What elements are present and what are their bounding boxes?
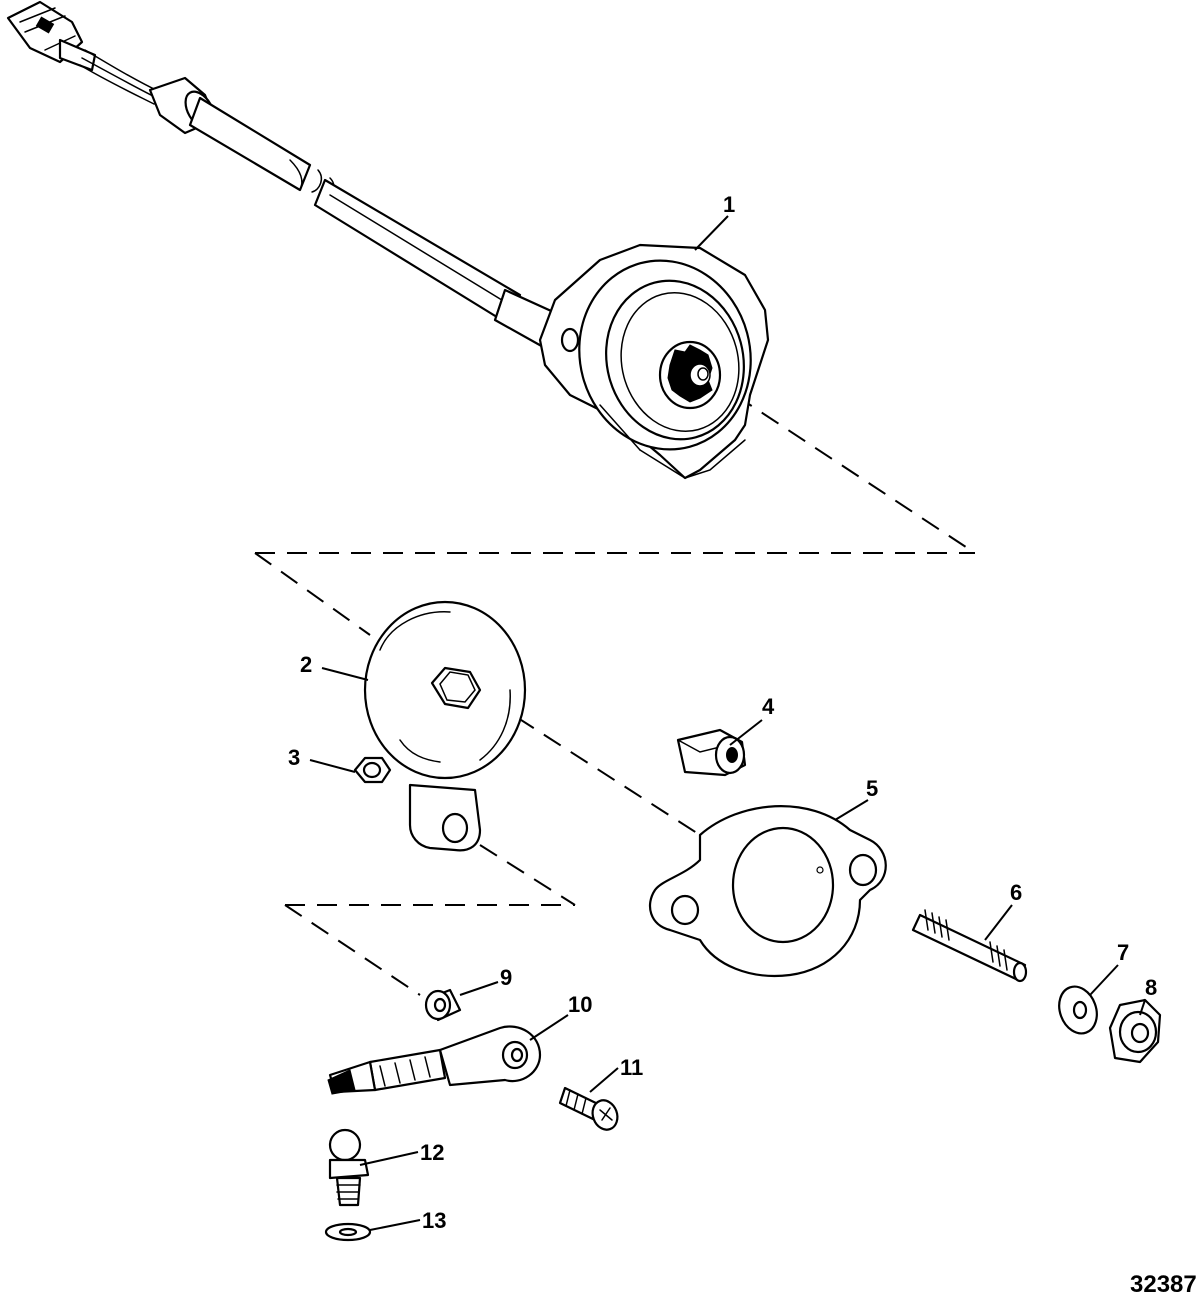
washer-part-7 bbox=[1058, 985, 1098, 1035]
mounting-plate-part-5 bbox=[648, 805, 887, 977]
callout-2: 2 bbox=[300, 652, 312, 677]
cable-upper bbox=[188, 96, 312, 192]
callout-10: 10 bbox=[568, 992, 592, 1017]
sensor-housing bbox=[538, 243, 770, 480]
nut-part-3 bbox=[353, 756, 392, 784]
ball-stud-part-12 bbox=[328, 1128, 370, 1207]
callout-8: 8 bbox=[1145, 975, 1157, 1000]
callout-7: 7 bbox=[1117, 940, 1129, 965]
assembly-guide-lines bbox=[254, 394, 976, 996]
linkage-rod-part-10 bbox=[327, 1025, 542, 1095]
callout-9: 9 bbox=[500, 965, 512, 990]
callout-13: 13 bbox=[422, 1208, 446, 1233]
cable-lower bbox=[313, 178, 522, 324]
bushing-part-9 bbox=[424, 988, 462, 1022]
callout-4: 4 bbox=[762, 694, 775, 719]
wire-connector bbox=[6, 0, 97, 72]
spacer-block-part-4 bbox=[676, 728, 747, 777]
callout-1: 1 bbox=[723, 192, 735, 217]
callout-3: 3 bbox=[288, 745, 300, 770]
stud-part-6 bbox=[911, 909, 1028, 983]
figure-number: 32387 bbox=[1130, 1271, 1197, 1298]
callout-labels: 1 2 3 4 5 6 7 8 9 10 11 12 13 bbox=[288, 192, 1157, 1233]
hex-nut-part-8 bbox=[1108, 998, 1162, 1064]
screw-part-11 bbox=[558, 1086, 619, 1131]
callout-5: 5 bbox=[866, 776, 878, 801]
washer-part-13 bbox=[324, 1222, 372, 1242]
sensor-assembly-part-1 bbox=[6, 0, 770, 480]
leader-lines bbox=[309, 215, 1146, 1231]
lever-cam-part-2 bbox=[363, 600, 527, 852]
callout-12: 12 bbox=[420, 1140, 444, 1165]
callout-11: 11 bbox=[620, 1055, 643, 1080]
callout-6: 6 bbox=[1010, 880, 1022, 905]
